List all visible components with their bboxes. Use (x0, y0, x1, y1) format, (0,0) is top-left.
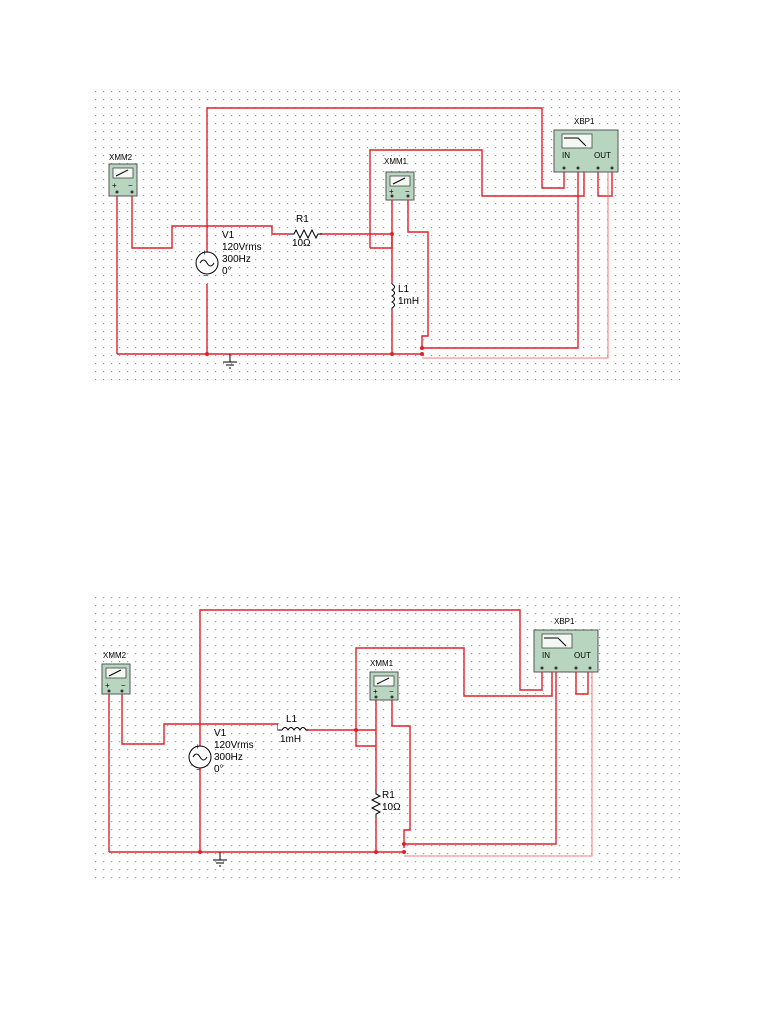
schematic-bottom-canvas: + − V1 120Vrms 300Hz 0° L1 1mH R1 10Ω XM… (92, 594, 680, 884)
source-frequency: 300Hz (214, 752, 243, 763)
svg-text:−: − (196, 765, 201, 774)
ground-icon (223, 354, 237, 369)
node (205, 352, 209, 356)
wire-source-to-bode-in (199, 609, 543, 746)
wire-bode-out-plus (404, 672, 593, 857)
svg-text:−: − (203, 271, 208, 280)
node (198, 850, 202, 854)
svg-text:−: − (121, 681, 126, 690)
inductor-value: 1mH (398, 296, 419, 307)
wire-meter-to-bode (369, 149, 585, 248)
wire-meter-to-bode (355, 647, 553, 730)
svg-text:−: − (128, 181, 133, 190)
svg-text:+: + (389, 187, 394, 196)
multimeter-right-label: XMM1 (370, 659, 394, 668)
svg-text:−: − (405, 187, 410, 196)
inductor-icon[interactable] (386, 283, 398, 310)
ac-source-icon[interactable]: + − (188, 742, 212, 774)
node (402, 850, 406, 854)
schematic-top-canvas: + − V1 120Vrms 300Hz 0° R1 10Ω L1 1mH XM… (92, 88, 680, 380)
inductor-label: L1 (398, 284, 410, 295)
ground-icon (213, 852, 227, 867)
svg-text:+: + (105, 681, 110, 690)
resistor-icon[interactable] (290, 228, 322, 240)
node (402, 842, 406, 846)
wire-xmm1-right (407, 196, 429, 350)
svg-text:+: + (112, 181, 117, 190)
junction-nodes (198, 728, 406, 854)
bode-plotter-icon[interactable] (533, 629, 599, 673)
source-phase: 0° (222, 266, 232, 277)
multimeter-right-label: XMM1 (384, 157, 408, 166)
node (354, 728, 358, 732)
wire-bode-out-minus (404, 672, 557, 845)
resistor-label: R1 (382, 790, 395, 801)
bode-in-label: IN (562, 151, 570, 160)
inductor-label: L1 (286, 714, 298, 725)
schematic-top: + − V1 120Vrms 300Hz 0° R1 10Ω L1 1mH XM… (92, 88, 680, 380)
source-frequency: 300Hz (222, 254, 251, 265)
multimeter-right-icon[interactable]: + − (369, 671, 399, 701)
schematic-bottom: + − V1 120Vrms 300Hz 0° L1 1mH R1 10Ω XM… (92, 594, 680, 884)
resistor-value: 10Ω (292, 238, 311, 249)
wires (116, 107, 613, 359)
bode-out-label: OUT (574, 651, 591, 660)
multimeter-left-icon[interactable]: + − (108, 163, 138, 197)
inductor-value: 1mH (280, 734, 301, 745)
node (390, 232, 394, 236)
multimeter-left-icon[interactable]: + − (101, 663, 131, 695)
node (420, 346, 424, 350)
wire-xmm1-left (355, 730, 376, 747)
bode-plotter-label: XBP1 (554, 617, 575, 626)
source-label: V1 (222, 230, 235, 241)
node (420, 352, 424, 356)
source-voltage: 120Vrms (214, 740, 254, 751)
node (390, 352, 394, 356)
wire-bode-out-link (575, 672, 589, 695)
resistor-label: R1 (296, 214, 309, 225)
multimeter-left-label: XMM2 (103, 651, 127, 660)
wire-bode-out-plus (422, 172, 609, 359)
bode-out-label: OUT (594, 151, 611, 160)
node (374, 850, 378, 854)
wire-bode-out-minus (420, 172, 579, 349)
resistor-value: 10Ω (382, 802, 401, 813)
multimeter-left-label: XMM2 (109, 153, 133, 162)
bode-plotter-label: XBP1 (574, 117, 595, 126)
svg-text:+: + (195, 742, 200, 751)
source-voltage: 120Vrms (222, 242, 262, 253)
svg-text:−: − (389, 687, 394, 696)
multimeter-right-icon[interactable]: + − (385, 171, 415, 201)
source-phase: 0° (214, 764, 224, 775)
wire-bode-out-link (597, 172, 613, 197)
svg-text:+: + (202, 248, 207, 257)
bode-plotter-icon[interactable] (553, 129, 619, 173)
wire-source-to-bode-in (206, 107, 565, 263)
inductor-icon[interactable] (278, 724, 308, 734)
bode-in-label: IN (542, 651, 550, 660)
wire-xmm2-to-node (131, 196, 292, 249)
wire-xmm1-right (391, 698, 411, 848)
ac-source-icon[interactable]: + − (195, 248, 219, 280)
junction-nodes (205, 232, 424, 356)
source-label: V1 (214, 728, 227, 739)
svg-text:+: + (373, 687, 378, 696)
resistor-icon[interactable] (370, 790, 382, 818)
